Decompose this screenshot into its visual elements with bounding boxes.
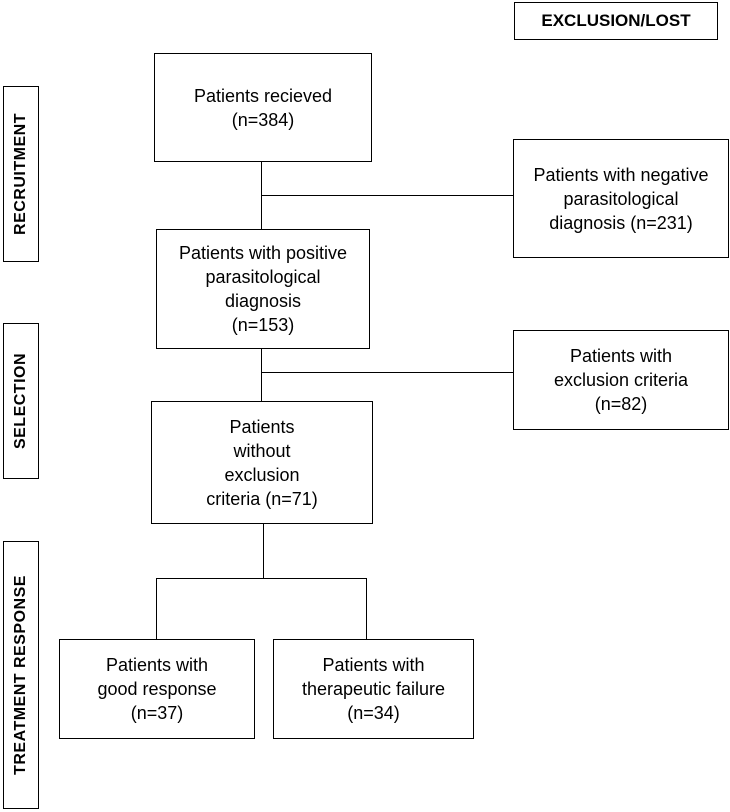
node-without-exclusion: Patients without exclusion criteria (n=7… <box>151 401 373 524</box>
stage-selection: SELECTION <box>3 323 39 479</box>
node-text: (n=82) <box>594 394 648 414</box>
node-text: exclusion criteria <box>553 370 689 390</box>
node-text: diagnosis (n=231) <box>549 212 693 233</box>
node-text: Patients recieved <box>193 85 333 106</box>
connector-received-to-positive <box>261 162 262 230</box>
exclusion-lost-header: EXCLUSION/LOST <box>514 2 718 40</box>
node-text: Patients with <box>322 655 425 675</box>
connector-positive-to-without <box>261 348 262 402</box>
node-text: good response <box>97 679 217 699</box>
node-text: Patients with positive <box>178 243 348 263</box>
connector-without-down <box>263 523 264 578</box>
stage-treatment-response: TREATMENT RESPONSE <box>3 541 39 809</box>
connector-to-good <box>156 578 157 640</box>
stage-recruitment-label: RECRUITMENT <box>12 113 29 235</box>
stage-selection-label: SELECTION <box>12 352 29 450</box>
node-text: (n=384) <box>231 109 295 130</box>
node-text: Patients with <box>105 655 209 675</box>
node-text: parasitological <box>563 188 679 209</box>
node-patients-received: Patients recieved (n=384) <box>154 53 372 162</box>
node-text: (n=34) <box>347 703 400 723</box>
node-exclusion-criteria: Patients with exclusion criteria (n=82) <box>513 330 729 430</box>
node-text: exclusion <box>224 464 300 485</box>
node-good-response: Patients with good response (n=37) <box>59 639 255 739</box>
node-text: diagnosis <box>224 291 302 311</box>
node-text: Patients <box>229 416 295 437</box>
node-text: parasitological <box>205 267 321 287</box>
connector-to-negative <box>261 195 513 196</box>
connector-split <box>156 578 367 579</box>
stage-treatment-response-label: TREATMENT RESPONSE <box>12 575 29 775</box>
connector-to-exclusion <box>261 372 513 373</box>
stage-recruitment: RECRUITMENT <box>3 86 39 262</box>
node-text: (n=37) <box>130 703 184 723</box>
node-negative-diagnosis: Patients with negative parasitological d… <box>513 139 729 258</box>
node-text: therapeutic failure <box>301 679 446 699</box>
connector-to-failure <box>366 578 367 640</box>
node-text: (n=153) <box>231 315 295 335</box>
node-text: Patients with negative <box>533 164 709 185</box>
node-text: without <box>233 440 291 461</box>
node-positive-diagnosis: Patients with positive parasitological d… <box>156 229 370 349</box>
node-therapeutic-failure: Patients with therapeutic failure (n=34) <box>273 639 474 739</box>
node-text: Patients with <box>569 346 673 366</box>
node-text: criteria (n=71) <box>206 488 318 509</box>
